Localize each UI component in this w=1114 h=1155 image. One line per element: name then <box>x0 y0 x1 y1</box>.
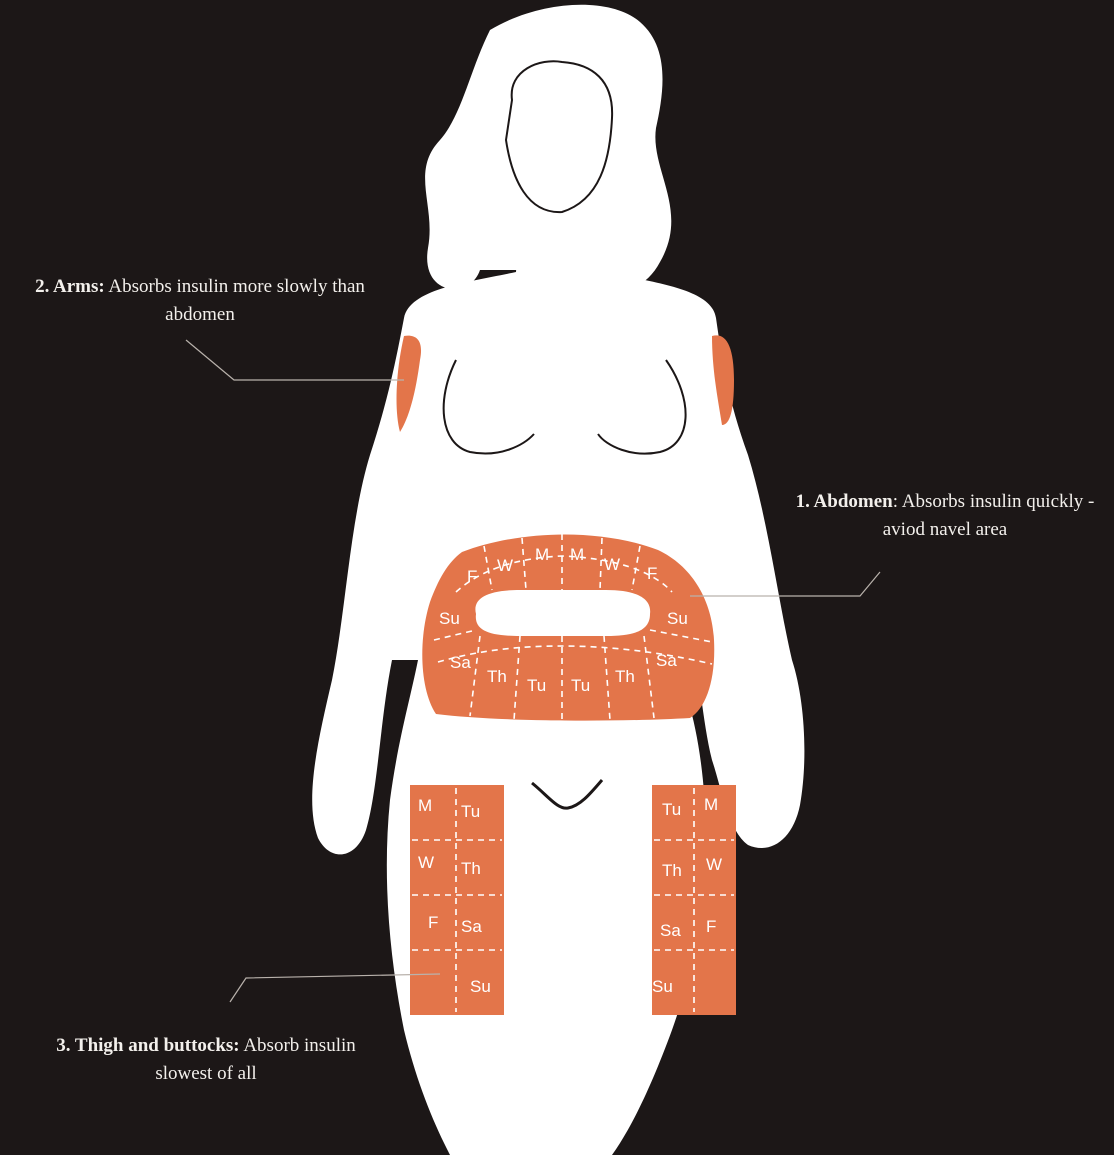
abdomen-label: Th <box>615 667 635 686</box>
thigh-caption: 3. Thigh and buttocks: Absorb insulin sl… <box>30 1032 382 1088</box>
arms-caption-heading: 2. Arms: <box>35 276 105 297</box>
right-thigh-label: M <box>704 795 718 814</box>
abdomen-label: M <box>570 545 584 564</box>
abdomen-label: Tu <box>571 676 590 695</box>
abdomen-label: F <box>467 567 477 586</box>
abdomen-caption: 1. Abdomen: Absorbs insulin quickly - av… <box>795 488 1095 544</box>
arms-caption-text: Absorbs insulin more slowly than abdomen <box>108 276 365 325</box>
abdomen-label: W <box>497 556 513 575</box>
left-thigh-label: Tu <box>461 802 480 821</box>
right-thigh-label: Tu <box>662 800 681 819</box>
abdomen-label: W <box>604 555 620 574</box>
right-thigh-label: W <box>706 855 722 874</box>
abdomen-caption-text: : Absorbs insulin quickly - aviod navel … <box>883 491 1095 540</box>
left-thigh-label: F <box>428 913 438 932</box>
left-thigh-label: Th <box>461 859 481 878</box>
left-thigh-label: M <box>418 796 432 815</box>
abdomen-label: F <box>647 564 657 583</box>
arms-caption: 2. Arms: Absorbs insulin more slowly tha… <box>30 273 370 329</box>
abdomen-label: Th <box>487 667 507 686</box>
right-thigh-label: F <box>706 917 716 936</box>
abdomen-caption-heading: 1. Abdomen <box>796 491 893 512</box>
abdomen-label: Sa <box>656 651 677 670</box>
abdomen-label: Su <box>439 609 460 628</box>
abdomen-label: M <box>535 545 549 564</box>
right-thigh-label: Sa <box>660 921 681 940</box>
left-thigh-label: W <box>418 853 434 872</box>
right-thigh-label: Su <box>652 977 673 996</box>
right-thigh-label: Th <box>662 861 682 880</box>
abdomen-label: Su <box>667 609 688 628</box>
left-thigh-label: Sa <box>461 917 482 936</box>
abdomen-label: Sa <box>450 653 471 672</box>
arms-leader-line <box>186 340 404 380</box>
thigh-caption-heading: 3. Thigh and buttocks: <box>56 1035 239 1056</box>
abdomen-label: Tu <box>527 676 546 695</box>
left-thigh-label: Su <box>470 977 491 996</box>
